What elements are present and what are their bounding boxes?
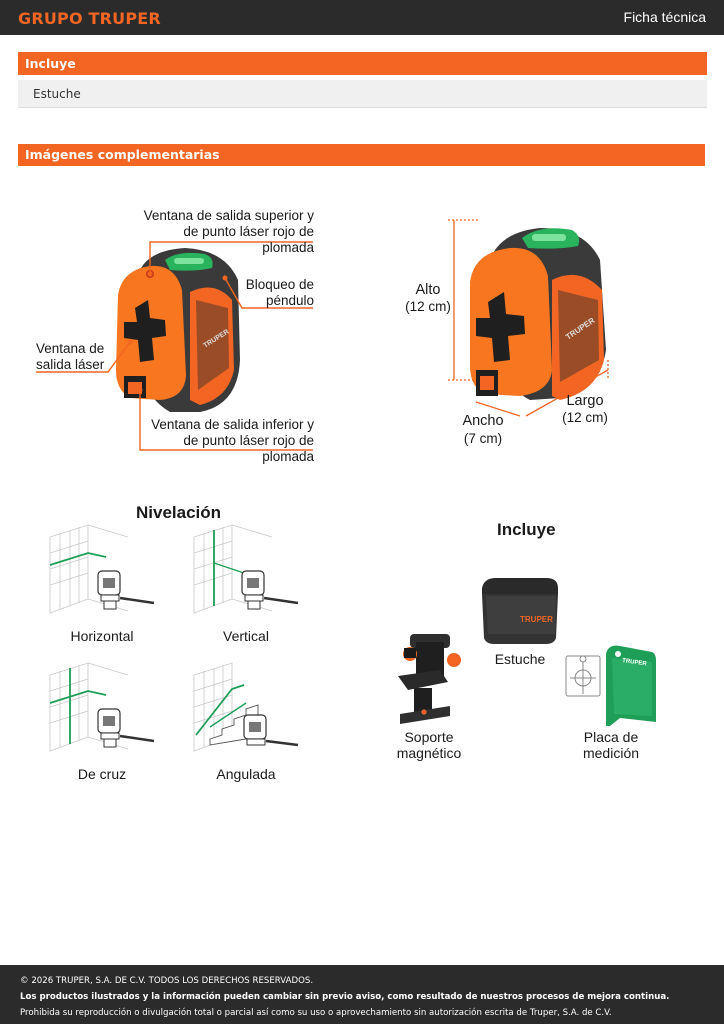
leveling-mode-vertical: Vertical	[223, 628, 269, 644]
dim-height-value: (12 cm)	[405, 299, 451, 314]
target-plate-illustration: TRUPER	[565, 645, 656, 726]
footer-copyright: © 2026 TRUPER, S.A. DE C.V. TODOS LOS DE…	[20, 976, 314, 986]
document-type: Ficha técnica	[623, 9, 706, 25]
magnetic-bracket-illustration	[398, 634, 461, 724]
leveling-mode-cross: De cruz	[77, 766, 127, 782]
includes-item-row: Estuche	[18, 80, 707, 108]
dim-length-value: (12 cm)	[562, 410, 608, 425]
leveling-mode-cross-illustration	[49, 662, 155, 752]
dim-width-label: Ancho	[462, 413, 504, 429]
leveling-mode-angled: Angulada	[216, 766, 276, 782]
callout-side-window: Ventana de salida láser	[36, 341, 105, 372]
includes-section-header: Incluye	[18, 52, 707, 75]
svg-text:TRUPER: TRUPER	[520, 615, 553, 624]
leveling-mode-horizontal: Horizontal	[70, 628, 134, 644]
callout-bottom-window: Ventana de salida inferior y de punto lá…	[151, 417, 314, 464]
includes-item-bracket: Soporte magnético	[396, 729, 462, 761]
leveling-mode-angled-illustration	[193, 662, 299, 752]
laser-level-device: TRUPER	[116, 248, 240, 412]
brand-logo[interactable]: GRUPO TRUPER	[18, 9, 161, 28]
callout-top-window: Ventana de salida superior y de punto lá…	[143, 208, 314, 255]
dimensions-figure: TRUPER	[448, 219, 609, 417]
leveling-mode-horizontal-illustration	[49, 524, 155, 614]
dim-width-value: (7 cm)	[463, 431, 503, 446]
svg-text:TRUPER: TRUPER	[622, 658, 648, 667]
leveling-title: Nivelación	[136, 503, 222, 522]
dim-height-label: Alto	[415, 282, 441, 298]
carrying-case-illustration: TRUPER	[482, 578, 558, 644]
dim-length-label: Largo	[566, 393, 604, 409]
footer-disclaimer: Los productos ilustrados y la informació…	[20, 992, 670, 1002]
includes-item-target-plate: Placa de medición	[582, 729, 640, 761]
top-bar: GRUPO TRUPER Ficha técnica	[0, 0, 724, 35]
includes-item-case: Estuche	[494, 651, 546, 667]
footer-legal: Prohibida su reproducción o divulgación …	[20, 1008, 612, 1018]
footer: © 2026 TRUPER, S.A. DE C.V. TODOS LOS DE…	[0, 965, 724, 1024]
images-section-header: Imágenes complementarias	[18, 144, 705, 166]
product-callout-figure: TRUPER	[36, 241, 313, 451]
laser-level-device-dims: TRUPER	[470, 228, 606, 400]
leveling-mode-vertical-illustration	[193, 524, 299, 614]
includes-figure-title: Incluye	[497, 520, 556, 539]
callout-pendulum-lock: Bloqueo de péndulo	[245, 277, 314, 308]
